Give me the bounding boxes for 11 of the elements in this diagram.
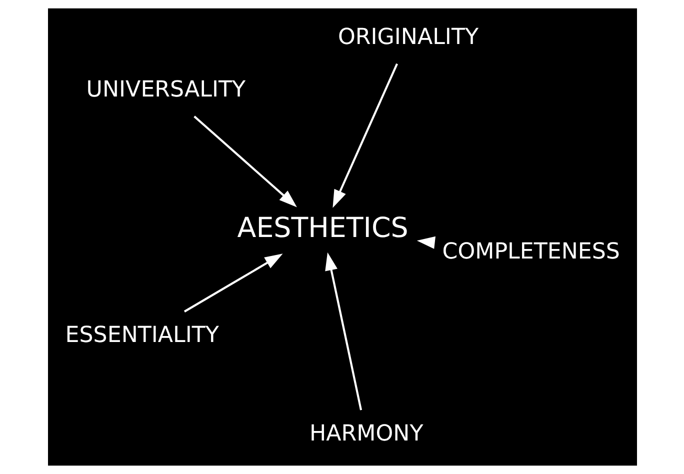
arrow [324,252,362,410]
node-text: ESSENTIALITY [64,322,218,348]
arrow [416,236,435,249]
node-text: COMPLETENESS [442,238,620,265]
node-text: ORIGINALITY [337,24,478,50]
arrow [193,116,296,208]
node-text: UNIVERSALITY [86,76,246,103]
node-text: AESTHETICS [236,211,408,244]
arrow [183,254,282,312]
node-text: HARMONY [309,420,423,446]
arrow [332,63,398,208]
